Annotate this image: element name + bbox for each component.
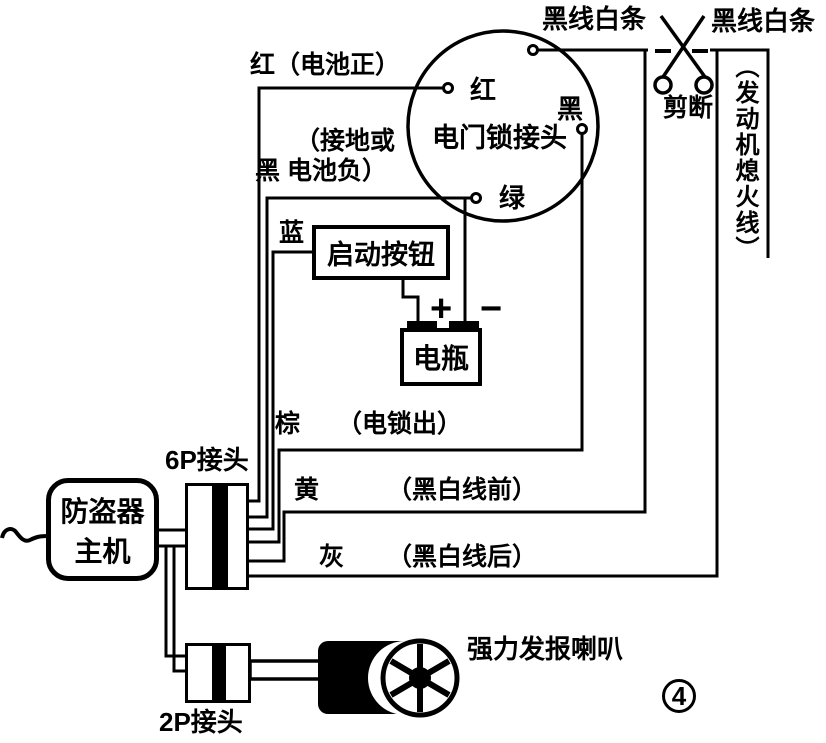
battery-box: 电瓶 <box>400 328 482 386</box>
cut-wire-label-left: 黑线白条 <box>542 4 647 34</box>
connector-6p-block <box>185 483 249 590</box>
horn-label: 强力发报喇叭 <box>467 634 624 664</box>
horn-wire-2 <box>172 546 186 673</box>
black-ground-wire <box>248 196 476 519</box>
alarm-main-unit-line1: 防盗器 <box>60 495 145 527</box>
battery-label: 电瓶 <box>412 343 469 374</box>
horn-wire-1 <box>164 546 186 658</box>
terminal-dot-red <box>442 82 454 94</box>
yellow-wire-label: 黄 <box>294 476 320 504</box>
gray-wire-note: （黑白线后） <box>387 543 538 571</box>
yellow-wire <box>248 51 647 563</box>
blue-wire-label: 蓝 <box>279 219 305 247</box>
ignition-terminal-black: 黑 <box>557 94 584 124</box>
red-wire-label: 红（电池正） <box>250 51 401 79</box>
connector-2p-block <box>185 643 251 703</box>
horn-icon <box>248 638 460 718</box>
brown-wire-label: 棕 <box>275 410 301 438</box>
battery-plus-terminal <box>407 321 437 330</box>
figure-number-badge: 4 <box>662 679 696 713</box>
start-button-label: 启动按钮 <box>327 240 435 270</box>
battery-minus-sign: − <box>480 288 503 330</box>
gray-wire-label: 灰 <box>319 543 345 571</box>
start-button-box: 启动按钮 <box>312 225 450 280</box>
connector-2p-stripe <box>212 646 226 700</box>
alarm-main-unit-line2: 主机 <box>74 535 131 567</box>
cut-action-label: 剪断 <box>663 94 714 122</box>
brown-wire <box>248 129 584 544</box>
scissors-icon <box>653 14 714 95</box>
terminal-dot-green <box>470 192 482 204</box>
antenna-squiggle <box>0 527 48 543</box>
battery-plus-sign: + <box>430 288 453 330</box>
connector-6p-stripe <box>212 486 228 587</box>
engine-kill-wire-label: （发动机熄火线） <box>731 54 758 262</box>
terminal-dot-black <box>576 123 588 135</box>
brown-wire-note: （电锁出） <box>337 410 463 438</box>
alarm-main-unit-box: 防盗器 主机 <box>46 478 159 581</box>
battery-minus-terminal <box>449 321 479 330</box>
red-wire <box>248 86 448 503</box>
ignition-lock-circle <box>406 29 600 223</box>
yellow-wire-note: （黑白线前） <box>387 476 538 504</box>
cut-wire-label-right: 黑线白条 <box>711 6 816 36</box>
ground-note-line2: 黑 电池负） <box>255 157 387 185</box>
ignition-terminal-red: 红 <box>470 75 497 105</box>
terminal-dot-kill <box>527 44 539 56</box>
figure-number: 4 <box>671 680 687 711</box>
ignition-lock-title: 电门锁接头 <box>432 123 567 153</box>
connector-2p-label: 2P接头 <box>159 707 243 737</box>
blue-wire <box>248 250 312 531</box>
kill-wire-after-cut <box>710 48 770 258</box>
gray-wire <box>248 51 719 578</box>
connector-6p-label: 6P接头 <box>165 445 249 475</box>
start-button-to-battery-wire <box>401 280 420 323</box>
ignition-terminal-green: 绿 <box>499 183 526 213</box>
ground-note-line1: （接地或 <box>295 127 396 155</box>
